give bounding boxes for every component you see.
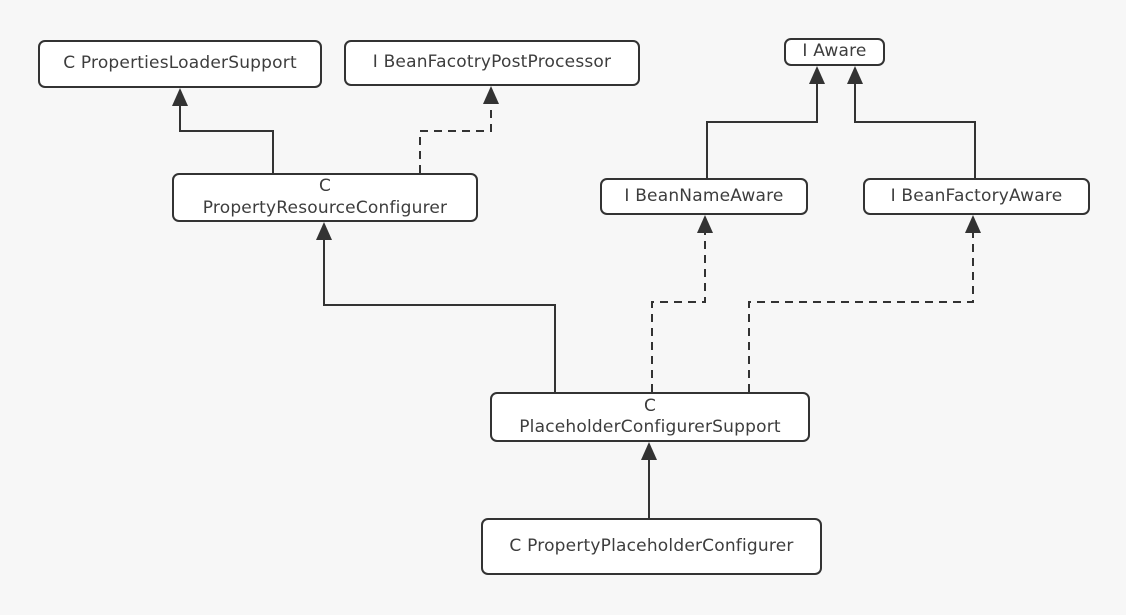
edge-bean-factory-aware-to-aware: [854, 82, 976, 178]
interface-node-aware: I Aware: [784, 38, 885, 66]
edge-placeholder-configurer-support-to-property-resource-configurer: [323, 238, 556, 392]
arrowhead-icon: [809, 66, 825, 84]
class-node-placeholder-configurer-support: C PlaceholderConfigurerSupport: [490, 392, 810, 442]
edge-bean-name-aware-to-aware: [706, 82, 818, 178]
arrowhead-icon: [483, 86, 499, 104]
arrowhead-icon: [641, 442, 657, 460]
node-label: I BeanNameAware: [624, 185, 784, 206]
interface-node-bean-facotry-post-processor: I BeanFacotryPostProcessor: [344, 40, 640, 86]
node-label: I BeanFacotryPostProcessor: [372, 52, 612, 73]
node-label: C PropertyPlaceholderConfigurer: [509, 535, 794, 556]
class-node-property-placeholder-configurer: C PropertyPlaceholderConfigurer: [481, 518, 822, 575]
node-label: I BeanFactoryAware: [890, 185, 1063, 206]
node-label: C PropertyResourceConfigurer: [202, 176, 448, 218]
edge-placeholder-configurer-support-to-bean-factory-aware: [748, 231, 974, 392]
arrowhead-icon: [172, 88, 188, 106]
class-node-properties-loader-support: C PropertiesLoaderSupport: [38, 40, 322, 88]
edge-placeholder-configurer-support-to-bean-name-aware: [651, 231, 706, 392]
arrowhead-icon: [697, 215, 713, 233]
interface-node-bean-name-aware: I BeanNameAware: [600, 178, 808, 215]
interface-node-bean-factory-aware: I BeanFactoryAware: [863, 178, 1090, 215]
node-label: C PropertiesLoaderSupport: [63, 53, 297, 74]
edge-property-resource-configurer-to-properties-loader-support: [179, 104, 274, 173]
arrowhead-icon: [847, 66, 863, 84]
node-label: C PlaceholderConfigurerSupport: [519, 395, 781, 437]
edge-property-resource-configurer-to-bean-facotry-post-processor: [419, 102, 492, 173]
class-node-property-resource-configurer: C PropertyResourceConfigurer: [172, 173, 478, 222]
arrowhead-icon: [965, 215, 981, 233]
arrowhead-icon: [316, 222, 332, 240]
node-label: I Aware: [802, 41, 867, 62]
